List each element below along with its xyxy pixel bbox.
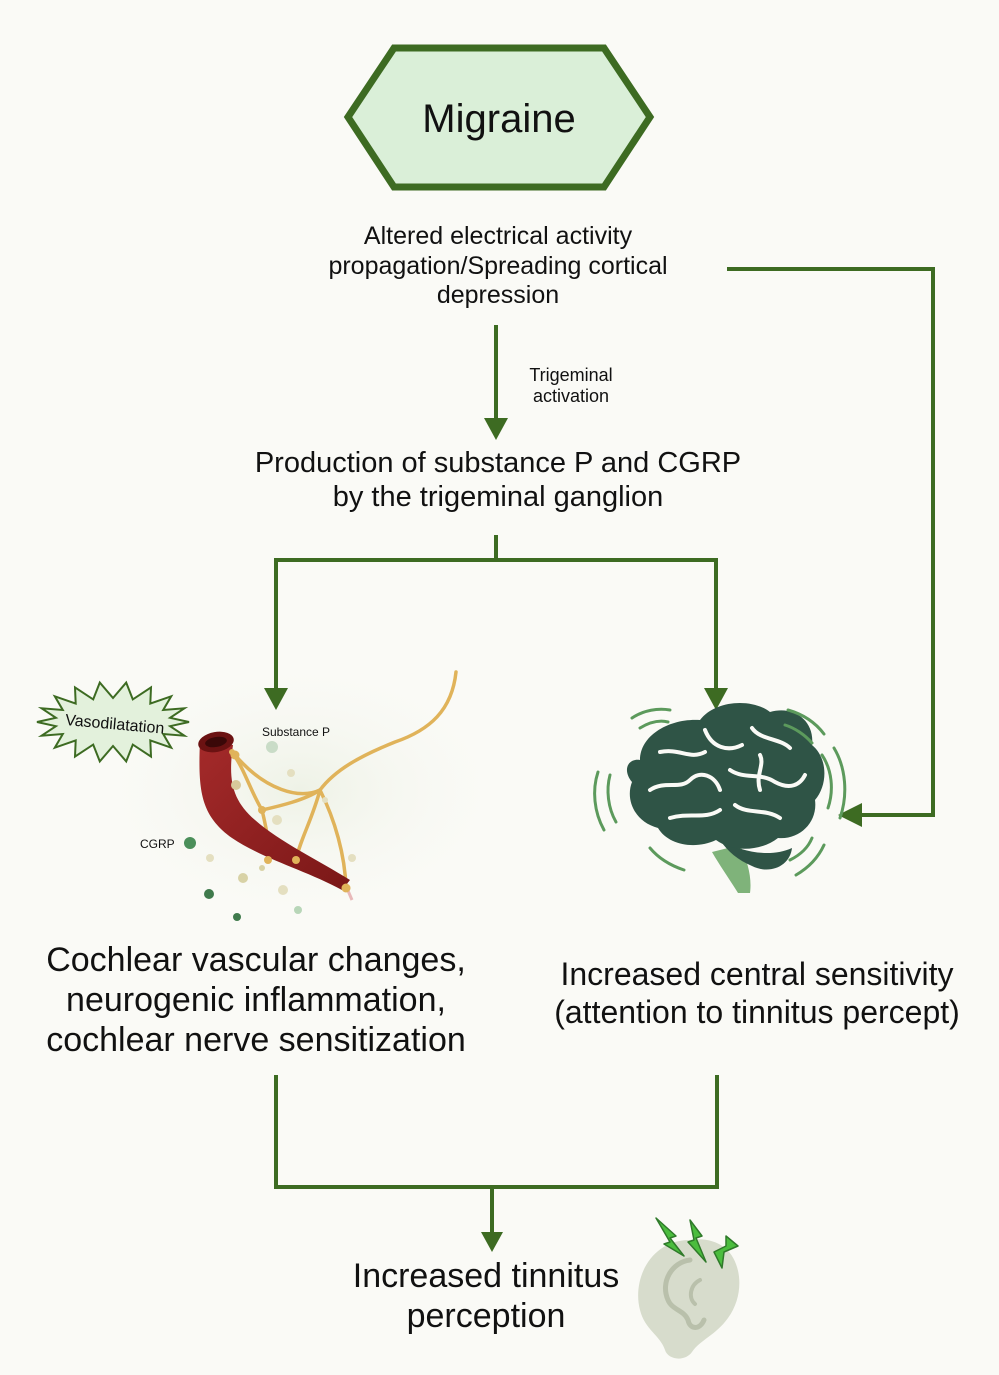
arrowhead: [704, 688, 728, 710]
cochlear-changes-text: Cochlear vascular changes, neurogenic in…: [46, 941, 466, 1060]
brain-icon: [593, 702, 847, 893]
connector-merge: [274, 1075, 719, 1189]
migraine-hexagon: [343, 44, 655, 191]
arrowhead: [264, 688, 288, 710]
arrowhead: [838, 803, 862, 827]
substance-p-label: Substance P: [262, 725, 331, 739]
molecule-particles: [184, 741, 356, 921]
connector-split: [274, 535, 498, 690]
ear-icon: [638, 1239, 740, 1359]
vasodilatation-starburst: [36, 680, 190, 764]
tinnitus-text: Increased tinnitus perception: [352, 1257, 620, 1336]
starburst-shape: [36, 680, 190, 764]
nerve-endings: [229, 749, 351, 893]
connector-split-right: [496, 558, 718, 690]
arrowhead: [481, 1232, 503, 1252]
lightning-icon: [655, 1217, 739, 1269]
altered-activity-text: Altered electrical activity propagation/…: [328, 222, 668, 309]
production-text: Production of substance P and CGRP by th…: [254, 447, 742, 514]
central-sensitivity-text: Increased central sensitivity (attention…: [554, 956, 960, 1030]
illustration-glow: [80, 650, 520, 930]
trigeminal-activation-label: Trigeminal activation: [529, 365, 613, 407]
migraine-label: Migraine: [422, 97, 576, 141]
cgrp-label: CGRP: [140, 837, 175, 851]
arrowhead: [484, 418, 508, 440]
connector-to-brain: [727, 267, 935, 817]
